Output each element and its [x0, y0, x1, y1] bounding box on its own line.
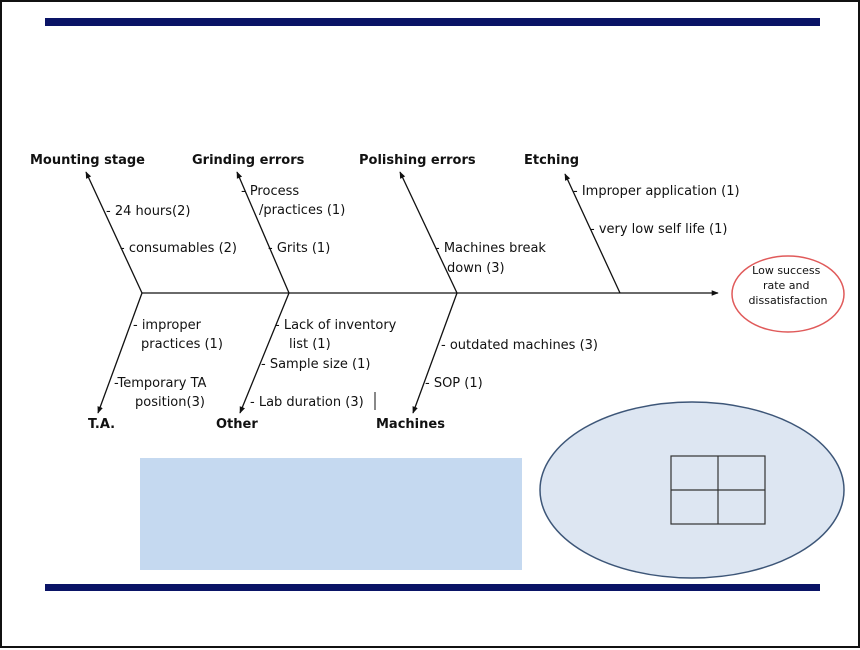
- effect-line: Low success: [752, 264, 820, 277]
- cause-line: - improper: [133, 318, 202, 333]
- top-rule-bar: [45, 18, 820, 26]
- blue-placeholder-box: [140, 458, 522, 570]
- category-ta: T.A.: [88, 417, 115, 432]
- cause-sop: - SOP (1): [425, 376, 483, 391]
- cause-lab-duration: - Lab duration (3): [250, 395, 364, 410]
- category-mounting-stage: Mounting stage: [30, 153, 145, 168]
- bone-other: [239, 292, 290, 414]
- cause-process-practices: - Process /practices (1): [241, 184, 345, 218]
- cause-line: - Machines break: [435, 241, 546, 256]
- bone-ta: [97, 292, 143, 414]
- bottom-rule-bar: [45, 584, 820, 591]
- bone-polishing-errors: [399, 171, 458, 294]
- cause-line: list (1): [289, 337, 331, 352]
- cause-line: practices (1): [141, 337, 223, 352]
- effect-text: Low success rate and dissatisfaction: [748, 264, 827, 307]
- category-other: Other: [216, 417, 258, 432]
- cause-line: - Process: [241, 184, 299, 199]
- effect-ellipse: [731, 255, 845, 333]
- cause-24-hours: - 24 hours(2): [106, 204, 190, 219]
- cause-sample-size: - Sample size (1): [261, 357, 370, 372]
- cause-line: position(3): [135, 395, 205, 410]
- effect-line: dissatisfaction: [748, 294, 827, 307]
- table-grid-icon: [670, 455, 766, 525]
- bone-machines: [412, 292, 458, 414]
- cause-outdated-machines: - outdated machines (3): [441, 338, 598, 353]
- cause-machines-break-down: - Machines break down (3): [435, 241, 550, 276]
- effect-line: rate and: [763, 279, 810, 292]
- cause-line: - Lack of inventory: [275, 318, 397, 333]
- cause-very-low-self-life: - very low self life (1): [590, 222, 727, 237]
- category-etching: Etching: [524, 153, 579, 168]
- cause-line: down (3): [447, 261, 505, 276]
- cause-line: /practices (1): [259, 203, 345, 218]
- cause-lack-of-inventory-list: - Lack of inventory list (1): [275, 318, 401, 352]
- cause-improper-practices: - improper practices (1): [133, 318, 223, 352]
- cause-line: -Temporary TA: [114, 376, 207, 391]
- category-machines: Machines: [376, 417, 445, 432]
- bone-etching: [564, 173, 621, 294]
- bone-mounting-stage: [85, 171, 143, 294]
- cause-temporary-ta-position: -Temporary TA position(3): [114, 376, 211, 410]
- bone-grinding-errors: [236, 171, 290, 294]
- category-polishing-errors: Polishing errors: [359, 153, 476, 168]
- category-grinding-errors: Grinding errors: [192, 153, 305, 168]
- cause-improper-application: - Improper application (1): [573, 184, 740, 199]
- cause-consumables: - consumables (2): [120, 241, 237, 256]
- cause-grits: - Grits (1): [268, 241, 330, 256]
